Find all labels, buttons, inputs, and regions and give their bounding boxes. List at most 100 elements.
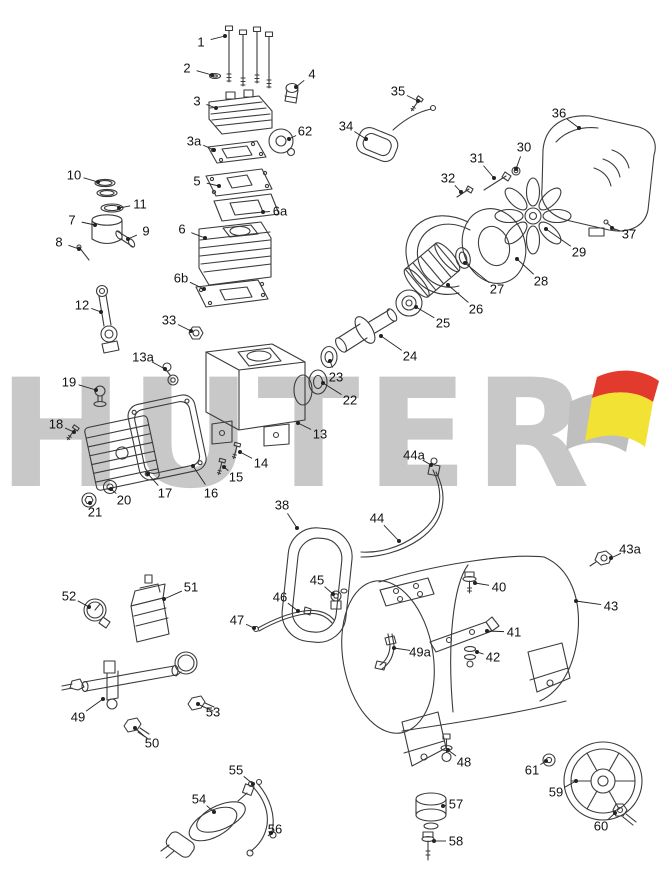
part-gauge-49	[174, 651, 198, 677]
part-label-49a: 49a	[409, 644, 431, 660]
part-manifold	[61, 660, 179, 710]
part-label-6a: 6a	[272, 203, 288, 219]
part-cylinder	[198, 221, 272, 286]
part-pressure-switch	[130, 574, 170, 643]
part-label-53: 53	[205, 704, 221, 720]
part-label-32: 32	[440, 170, 456, 186]
part-head-gasket	[207, 140, 267, 164]
part-label-23: 23	[328, 369, 344, 385]
part-fitting-53	[187, 695, 215, 712]
part-label-17: 17	[157, 485, 173, 501]
part-label-13a: 13a	[132, 349, 154, 365]
part-label-31: 31	[469, 150, 485, 166]
part-label-43: 43	[603, 598, 619, 614]
part-label-19: 19	[61, 374, 77, 390]
part-wires	[246, 778, 277, 857]
part-label-27: 27	[489, 281, 505, 297]
part-label-9: 9	[142, 223, 150, 239]
part-label-51: 51	[183, 579, 199, 595]
part-label-44a: 44a	[403, 447, 425, 463]
part-label-40: 40	[491, 579, 507, 595]
part-label-20: 20	[116, 492, 132, 508]
flag-yellow-band	[585, 392, 653, 447]
part-motor-cover	[541, 115, 656, 237]
part-fitting-13a	[162, 362, 179, 386]
part-label-38: 38	[274, 497, 290, 513]
part-label-48: 48	[456, 754, 472, 770]
part-label-33: 33	[161, 312, 177, 328]
part-motor-bolt-31	[483, 171, 512, 191]
flag-red-band	[592, 370, 659, 402]
part-label-49: 49	[70, 709, 86, 725]
part-label-41: 41	[506, 624, 522, 640]
part-label-14: 14	[253, 455, 269, 471]
part-label-22: 22	[342, 392, 358, 408]
part-label-10: 10	[66, 167, 82, 183]
part-label-35: 35	[390, 83, 406, 99]
part-crankcase-cover	[84, 415, 160, 491]
part-tank	[341, 555, 580, 734]
part-label-24: 24	[402, 348, 418, 364]
part-label-3a: 3a	[186, 133, 202, 149]
part-label-57: 57	[448, 796, 464, 812]
part-label-50: 50	[144, 735, 160, 751]
part-discharge-hose	[360, 469, 444, 558]
part-washers-42	[463, 646, 477, 668]
part-tank-foot-rear	[527, 642, 571, 693]
part-cylinder-head	[208, 89, 273, 135]
part-bolt-58	[421, 831, 435, 861]
part-label-62: 62	[297, 123, 313, 139]
part-cylinder-gasket-bottom	[195, 279, 269, 308]
part-label-2: 2	[183, 60, 191, 76]
part-cover-gasket	[127, 394, 207, 481]
part-label-1: 1	[197, 34, 205, 50]
part-crankcase	[205, 343, 313, 447]
part-rotor	[403, 242, 461, 298]
part-nut-33	[188, 326, 204, 340]
part-stator	[405, 208, 527, 295]
part-screw-32	[456, 185, 474, 198]
part-diaphragm	[268, 128, 296, 157]
part-label-13: 13	[312, 426, 328, 442]
part-crankshaft	[335, 308, 398, 353]
part-label-47: 47	[229, 612, 245, 628]
part-label-16: 16	[203, 485, 219, 501]
part-label-26: 26	[468, 301, 484, 317]
part-bolt-40	[462, 571, 477, 594]
part-label-52: 52	[61, 588, 77, 604]
part-label-15: 15	[228, 469, 244, 485]
part-connecting-rod	[95, 284, 120, 354]
part-label-21: 21	[87, 504, 103, 520]
part-label-46: 46	[272, 589, 288, 605]
part-label-28: 28	[533, 273, 549, 289]
part-label-54: 54	[191, 791, 207, 807]
part-plug-43a	[589, 550, 613, 567]
part-piston-rings	[94, 178, 124, 213]
part-label-37: 37	[621, 226, 637, 242]
part-label-3: 3	[193, 93, 201, 109]
part-label-43a: 43a	[619, 541, 641, 557]
part-label-60: 60	[593, 818, 609, 834]
part-label-18: 18	[48, 416, 64, 432]
part-label-42: 42	[485, 649, 501, 665]
part-label-45: 45	[309, 572, 325, 588]
part-label-58: 58	[448, 833, 464, 849]
leader-lines	[64, 34, 622, 843]
part-label-56: 56	[267, 821, 283, 837]
part-label-34: 34	[338, 118, 354, 134]
part-label-8: 8	[55, 234, 63, 250]
part-pipe-49a	[374, 633, 397, 671]
part-filter-57	[415, 792, 447, 830]
part-fitting-45	[330, 588, 348, 610]
part-fan	[494, 177, 572, 255]
part-label-59: 59	[548, 784, 564, 800]
part-label-29: 29	[571, 244, 587, 260]
part-handle	[281, 527, 353, 643]
part-label-6: 6	[178, 221, 186, 237]
part-label-7: 7	[68, 212, 76, 228]
part-label-12: 12	[74, 297, 90, 313]
part-label-44: 44	[369, 510, 385, 526]
part-tube-46	[257, 606, 335, 632]
